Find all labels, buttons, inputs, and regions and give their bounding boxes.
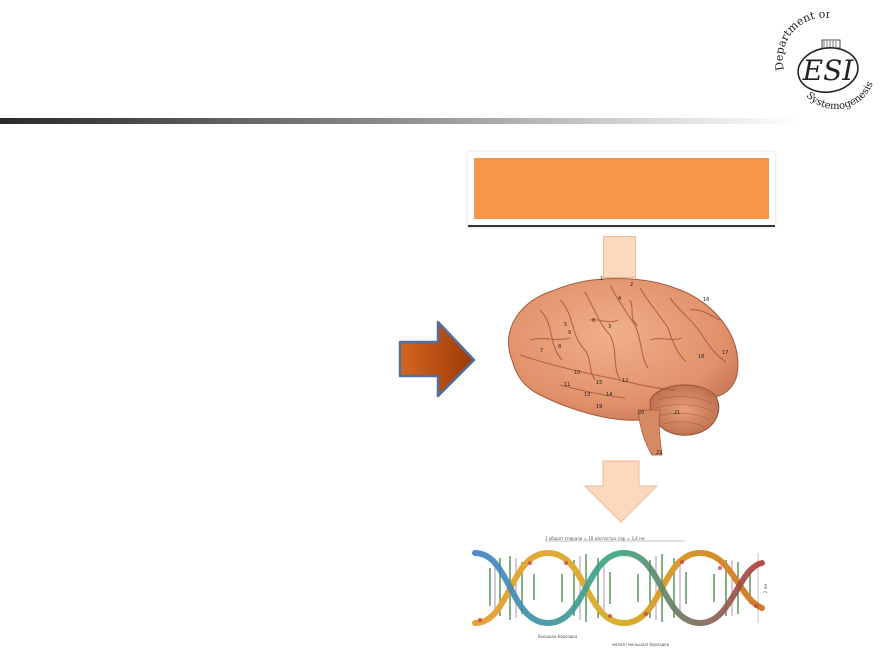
brain-label: 10 bbox=[574, 370, 580, 376]
brain-label: 6 bbox=[592, 318, 595, 324]
building-icon bbox=[821, 39, 841, 49]
dna-helix-image bbox=[472, 540, 765, 627]
brain-label: 7 bbox=[540, 348, 543, 354]
brain-label: 3 bbox=[608, 324, 611, 330]
brain-label: 11 bbox=[564, 382, 570, 388]
brain-label: 20 bbox=[638, 410, 644, 416]
brain-label: 18 bbox=[698, 354, 704, 360]
dna-top-caption: 1 оборот спирали = 10 азотистых пар = 3,… bbox=[545, 536, 645, 541]
brain-label: 13 bbox=[584, 392, 590, 398]
arrow-down-icon bbox=[584, 460, 658, 523]
arrow-right-icon bbox=[398, 320, 476, 398]
header-divider bbox=[0, 118, 800, 124]
brain-label: 22 bbox=[656, 450, 662, 456]
department-logo: Department of ESI Systemogenesis bbox=[773, 12, 876, 112]
logo-monogram: ESI bbox=[802, 54, 855, 87]
brain-label: 21 bbox=[674, 410, 680, 416]
dna-bottom-caption-left: большая бороздка bbox=[538, 634, 578, 639]
brain-label: 14 bbox=[606, 392, 612, 398]
dna-bottom-caption-right: малая (меньшая) бороздка bbox=[612, 642, 670, 647]
brain-label: 8 bbox=[558, 344, 561, 350]
brain-label: 4 bbox=[618, 296, 621, 302]
brain-image: 1 2 3 4 5 6 7 8 9 10 11 12 13 14 15 16 1… bbox=[508, 276, 739, 456]
brain-label: 19 bbox=[596, 404, 602, 410]
brain-label: 15 bbox=[596, 380, 602, 386]
connector-arrow-stem bbox=[603, 236, 636, 278]
brain-label: 16 bbox=[703, 297, 709, 303]
brain-label: 5 bbox=[564, 322, 567, 328]
orange-box bbox=[474, 158, 769, 219]
brain-label: 1 bbox=[600, 276, 603, 282]
dna-side-caption: 2 нм bbox=[763, 583, 769, 594]
brain-label: 12 bbox=[622, 378, 628, 384]
brain-label: 9 bbox=[568, 330, 571, 336]
brain-label: 17 bbox=[722, 350, 728, 356]
brain-label: 2 bbox=[630, 282, 633, 288]
